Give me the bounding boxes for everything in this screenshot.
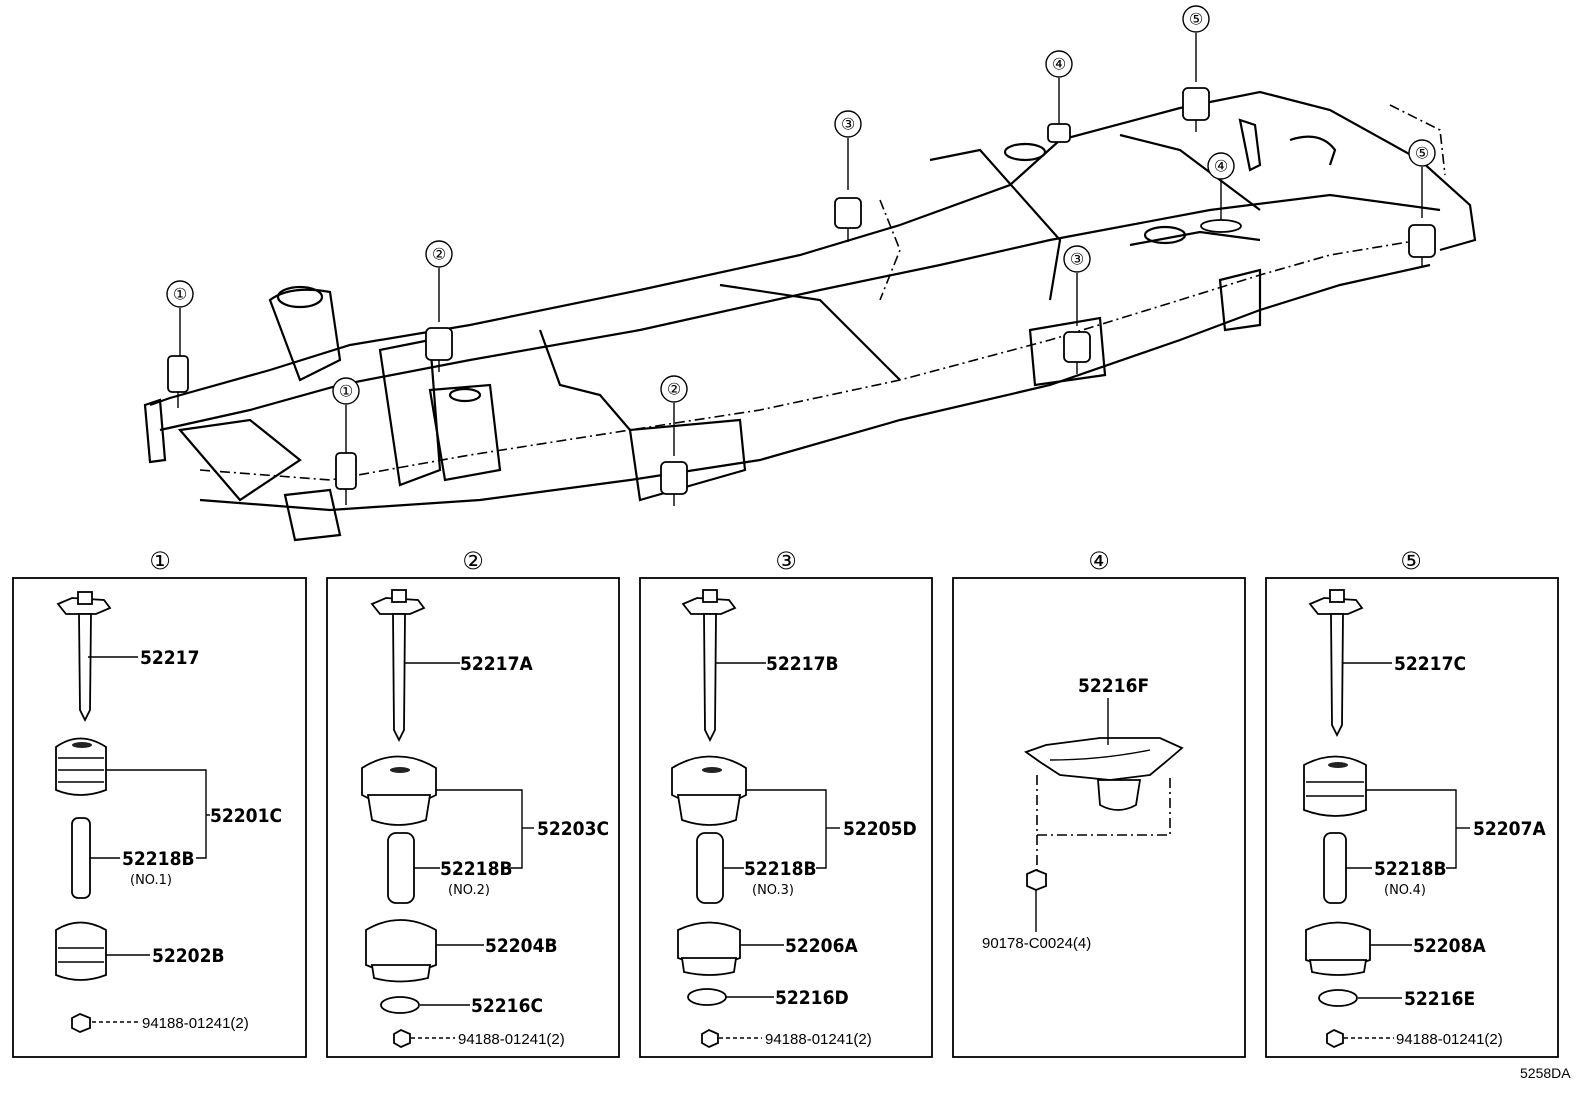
panel-3-cushion-assy-label: 52205D	[843, 818, 917, 840]
location-marker-4a-label: ④	[1052, 55, 1066, 74]
panel-5-parts	[1303, 589, 1470, 1049]
panel-2-collar-note: (NO.2)	[448, 883, 490, 898]
panel-3-lower-cushion-label: 52206A	[785, 935, 858, 957]
panel-5-collar-label: 52218B	[1374, 858, 1447, 880]
mount-1a	[167, 355, 189, 408]
location-marker-4a	[1045, 50, 1073, 78]
location-marker-5b	[1408, 139, 1436, 167]
location-marker-3b	[1063, 245, 1091, 273]
panel-4-bracket-label: 52216F	[1078, 675, 1149, 697]
location-marker-3a-label: ③	[841, 115, 855, 134]
location-marker-1b	[332, 377, 360, 405]
panel-5-box	[1265, 577, 1559, 1058]
vehicle-frame	[143, 5, 1477, 542]
panel-3-marker: ③	[775, 547, 797, 575]
panel-5-washer-label: 52216E	[1404, 988, 1475, 1010]
panel-2-box	[326, 577, 620, 1058]
panel-3-bolt-label: 52217B	[766, 653, 839, 675]
panel-5-marker: ⑤	[1400, 547, 1422, 575]
panel-5-bolt-label: 52217C	[1394, 653, 1466, 675]
location-marker-5a	[1182, 5, 1210, 33]
panel-4-bolt-label: 90178-C0024(4)	[982, 935, 1091, 952]
panel-1-nut-label: 94188-01241(2)	[142, 1015, 249, 1032]
panel-1-lower-cushion-label: 52202B	[152, 945, 225, 967]
location-marker-1b-label: ①	[339, 382, 353, 401]
panel-1-parts	[55, 591, 210, 1033]
panel-1-marker: ①	[149, 547, 171, 575]
panel-2-lower-cushion-label: 52204B	[485, 935, 558, 957]
location-marker-2a-label: ②	[432, 245, 446, 264]
mount-2b	[660, 461, 688, 506]
panel-2-washer-label: 52216C	[471, 995, 543, 1017]
panel-2-cushion-assy-label: 52203C	[537, 818, 609, 840]
panel-3-nut-label: 94188-01241(2)	[765, 1031, 872, 1048]
panel-2-bolt-label: 52217A	[460, 653, 533, 675]
panel-1-cushion-assy-label: 52201C	[210, 805, 282, 827]
location-marker-3b-label: ③	[1070, 250, 1084, 269]
panel-5-lower-cushion-label: 52208A	[1413, 935, 1486, 957]
location-marker-3a	[834, 110, 862, 138]
panel-4-parts	[1024, 698, 1184, 932]
location-marker-1a	[166, 280, 194, 308]
panel-3-box	[639, 577, 933, 1058]
panel-1-box	[12, 577, 307, 1058]
panel-3-collar-label: 52218B	[744, 858, 817, 880]
diagram-ref-code: 5258DA	[1520, 1065, 1571, 1081]
mount-4a	[1047, 123, 1071, 143]
panel-4-marker: ④	[1088, 547, 1110, 575]
panel-2-marker: ②	[462, 547, 484, 575]
panel-4-box	[952, 577, 1246, 1058]
mount-1b	[335, 452, 357, 505]
mount-2a	[425, 327, 453, 372]
location-marker-4b-label: ④	[1214, 157, 1228, 176]
mount-4b	[1200, 219, 1242, 233]
location-marker-2a	[425, 240, 453, 268]
panel-1-bolt-label: 52217	[140, 647, 199, 669]
panel-5-nut-label: 94188-01241(2)	[1396, 1031, 1503, 1048]
mount-5a	[1182, 87, 1210, 132]
panel-1-collar-label: 52218B	[122, 848, 195, 870]
panel-5-cushion-assy-label: 52207A	[1473, 818, 1546, 840]
mount-3b	[1063, 331, 1091, 374]
panel-2-parts	[361, 589, 534, 1049]
panel-2-collar-label: 52218B	[440, 858, 513, 880]
location-marker-2b	[660, 375, 688, 403]
panel-5-collar-note: (NO.4)	[1384, 883, 1426, 898]
location-marker-1a-label: ①	[173, 285, 187, 304]
location-marker-5b-label: ⑤	[1415, 144, 1429, 163]
panel-3-washer-label: 52216D	[775, 987, 849, 1009]
panel-3-parts	[671, 589, 840, 1049]
mount-3a	[834, 197, 862, 242]
location-marker-4b	[1207, 152, 1235, 180]
panel-2-nut-label: 94188-01241(2)	[458, 1031, 565, 1048]
panel-1-collar-note: (NO.1)	[130, 873, 172, 888]
location-marker-2b-label: ②	[667, 380, 681, 399]
location-marker-5a-label: ⑤	[1189, 10, 1203, 29]
panel-3-collar-note: (NO.3)	[752, 883, 794, 898]
mount-5b	[1408, 224, 1436, 267]
